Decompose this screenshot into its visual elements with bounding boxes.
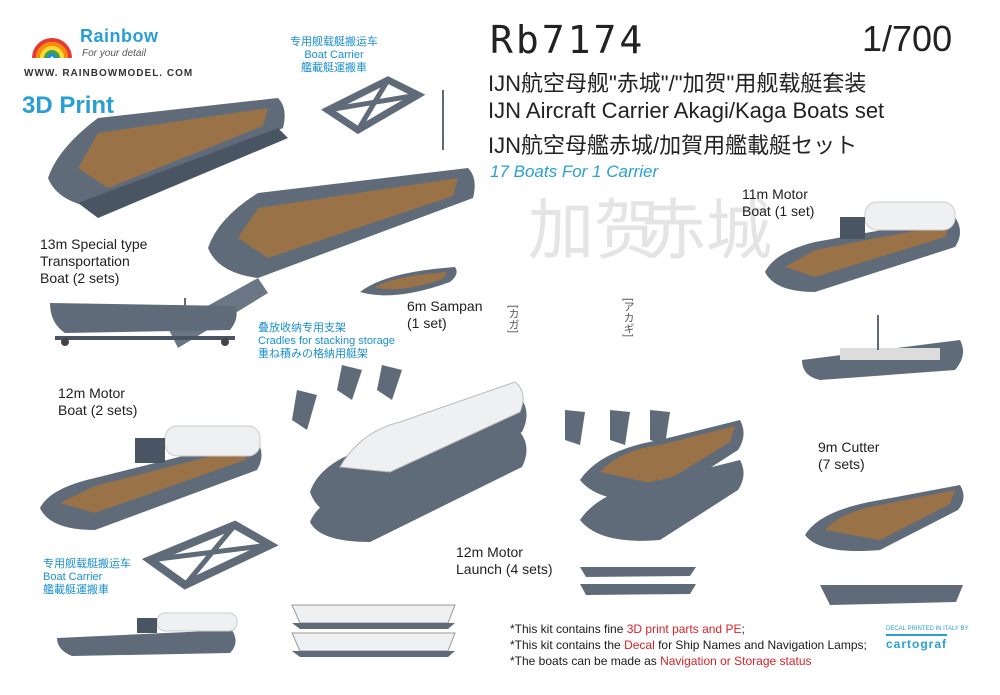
boats-count: 17 Boats For 1 Carrier [490, 162, 659, 181]
rainbow-logo-icon [32, 38, 72, 59]
product-scale: 1/700 [862, 18, 953, 59]
boat-carrier-top-image [321, 76, 426, 135]
boat-carrier-label-top: 专用舰载艇搬运车 Boat Carrier 艦載艇運搬車 [290, 36, 378, 74]
motor-launch-12-label: 12m Motor Launch (4 sets) [456, 544, 553, 577]
boat-carrier-bottom-image [141, 520, 279, 590]
title-english: IJN Aircraft Carrier Akagi/Kaga Boats se… [488, 98, 885, 123]
sampan-image [360, 267, 457, 296]
mast-image [442, 90, 444, 150]
title-chinese: IJN航空母舰"赤城"/"加贺"用舰载艇套装 [488, 71, 867, 96]
cradles-image [292, 365, 402, 430]
transport-boat-side-image [50, 298, 237, 346]
cutter-9-label: 9m Cutter (7 sets) [818, 439, 880, 472]
cutter-cradles-image [565, 410, 670, 445]
motor-boat-11-label: 11m Motor Boat (1 set) [742, 186, 815, 219]
kaga-watermark: 加贺 [528, 192, 660, 269]
cutter-side-image [820, 585, 963, 605]
cutter-stack-side-image [580, 567, 696, 595]
note-3: *The boats can be made as Navigation or … [510, 654, 812, 668]
title-japanese: IJN航空母艦赤城/加賀用艦載艇セット [488, 133, 858, 158]
decal-printed-label: DECAL PRINTED IN ITALY BY [886, 626, 969, 632]
motor-boat-12-label: 12m Motor Boat (2 sets) [58, 385, 138, 418]
brand-name: Rainbow [80, 26, 159, 46]
website-link[interactable]: WWW. RAINBOWMODEL. COM [24, 68, 194, 79]
cutter-image [805, 485, 964, 551]
brand-tagline: For your detail [82, 48, 146, 59]
sampan-label: 6m Sampan (1 set) [407, 298, 483, 331]
cradles-label: 叠放收纳专用支架 Cradles for stacking storage 重ね… [258, 322, 395, 360]
motor-boat-11-side-image [802, 315, 964, 380]
kaga-kana: [カガ] [507, 305, 519, 334]
akagi-kana: [アカギ] [622, 298, 634, 338]
product-code: Rb7174 [490, 18, 646, 62]
akagi-watermark: 赤城 [640, 192, 772, 269]
motor-boat-12-image [40, 425, 262, 530]
motor-launch-side-image [291, 604, 456, 657]
cartograf-logo: cartograf [886, 634, 948, 651]
transport-boat-label: 13m Special type Transportation Boat (2 … [40, 236, 148, 286]
note-2: *This kit contains the Decal for Ship Na… [510, 638, 867, 652]
print-3d-label: 3D Print [22, 92, 115, 119]
boat-carrier-label-bottom: 专用舰载艇搬运车 Boat Carrier 艦載艇運搬車 [43, 558, 131, 596]
note-1: *This kit contains fine 3D print parts a… [510, 622, 745, 636]
cutter-stack-image [580, 420, 744, 541]
motor-launch-stack-image [310, 381, 527, 542]
motor-boat-11-image [765, 201, 960, 292]
boat-on-carrier-image [57, 612, 238, 656]
